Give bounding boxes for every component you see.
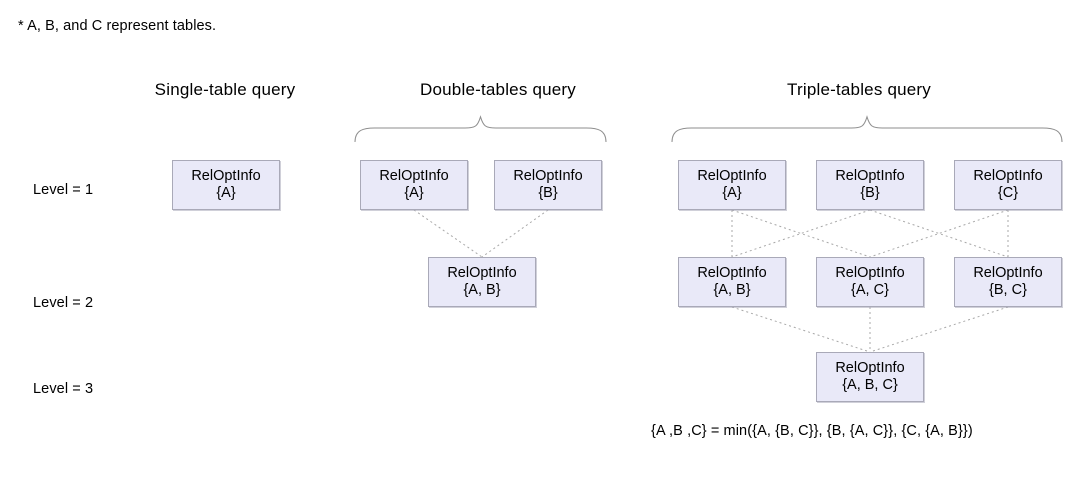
node-title: RelOptInfo bbox=[835, 167, 905, 184]
group-brace bbox=[354, 115, 607, 143]
connector-line bbox=[731, 306, 871, 353]
node-set: {A, B} bbox=[713, 282, 751, 298]
node-title: RelOptInfo bbox=[697, 264, 767, 281]
node-set: {A, C} bbox=[851, 282, 889, 298]
reloptinfo-node[interactable]: RelOptInfo{A} bbox=[360, 160, 468, 210]
connector-line bbox=[481, 209, 549, 258]
reloptinfo-node[interactable]: RelOptInfo{C} bbox=[954, 160, 1062, 210]
node-set: {A} bbox=[722, 185, 742, 201]
group-title: Double-tables query bbox=[420, 80, 576, 99]
reloptinfo-node[interactable]: RelOptInfo{A, C} bbox=[816, 257, 924, 307]
reloptinfo-node[interactable]: RelOptInfo{A} bbox=[172, 160, 280, 210]
connector-line bbox=[869, 209, 1009, 258]
node-title: RelOptInfo bbox=[191, 167, 261, 184]
node-title: RelOptInfo bbox=[513, 167, 583, 184]
reloptinfo-node[interactable]: RelOptInfo{B} bbox=[494, 160, 602, 210]
node-title: RelOptInfo bbox=[835, 359, 905, 376]
connector-line bbox=[413, 209, 483, 258]
node-set: {B} bbox=[860, 185, 880, 201]
node-set: {C} bbox=[997, 185, 1019, 201]
reloptinfo-node[interactable]: RelOptInfo{A} bbox=[678, 160, 786, 210]
reloptinfo-node[interactable]: RelOptInfo{B} bbox=[816, 160, 924, 210]
node-title: RelOptInfo bbox=[835, 264, 905, 281]
reloptinfo-node[interactable]: RelOptInfo{A, B} bbox=[428, 257, 536, 307]
connector-line bbox=[869, 209, 1009, 258]
footnote-text: * A, B, and C represent tables. bbox=[18, 18, 217, 34]
node-set: {A} bbox=[216, 185, 236, 201]
level-label: Level = 2 bbox=[33, 295, 94, 311]
node-title: RelOptInfo bbox=[973, 264, 1043, 281]
node-title: RelOptInfo bbox=[379, 167, 449, 184]
braces-group bbox=[354, 115, 1063, 143]
cost-formula: {A ,B ,C} = min({A, {B, C}}, {B, {A, C}}… bbox=[651, 423, 973, 439]
connector-line bbox=[731, 209, 871, 258]
node-title: RelOptInfo bbox=[447, 264, 517, 281]
node-set: {A} bbox=[404, 185, 424, 201]
node-set: {B} bbox=[538, 185, 558, 201]
group-brace bbox=[671, 115, 1063, 143]
connector-line bbox=[869, 306, 1009, 353]
node-title: RelOptInfo bbox=[973, 167, 1043, 184]
reloptinfo-node[interactable]: RelOptInfo{B, C} bbox=[954, 257, 1062, 307]
node-set: {A, B} bbox=[463, 282, 501, 298]
node-title: RelOptInfo bbox=[697, 167, 767, 184]
reloptinfo-node[interactable]: RelOptInfo{A, B} bbox=[678, 257, 786, 307]
reloptinfo-node[interactable]: RelOptInfo{A, B, C} bbox=[816, 352, 924, 402]
level-label: Level = 3 bbox=[33, 381, 94, 397]
group-title: Triple-tables query bbox=[787, 80, 931, 99]
level-label: Level = 1 bbox=[33, 182, 94, 198]
group-title: Single-table query bbox=[154, 80, 296, 99]
node-set: {A, B, C} bbox=[842, 377, 898, 393]
connector-line bbox=[731, 209, 871, 258]
node-set: {B, C} bbox=[989, 282, 1027, 298]
